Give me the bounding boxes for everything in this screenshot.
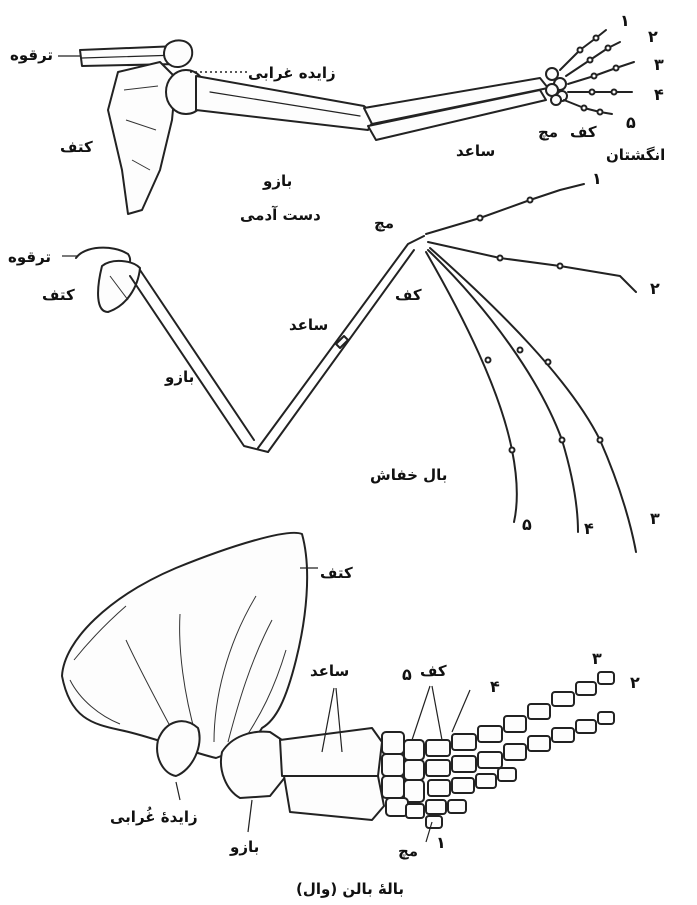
bat-humerus-bone bbox=[130, 276, 268, 452]
whale-humerus-bone bbox=[221, 732, 286, 798]
bat-digit-5: ۵ bbox=[522, 515, 532, 534]
human-finger-bones bbox=[560, 30, 634, 115]
bat-scapula-bone bbox=[98, 261, 140, 312]
whale-digit-3: ۳ bbox=[592, 649, 602, 668]
whale-label-wrist: مچ bbox=[398, 842, 418, 860]
human-digit-2: ۲ bbox=[648, 27, 658, 46]
whale-digit-4: ۴ bbox=[490, 677, 500, 696]
human-arm-title: دست آدمی bbox=[240, 206, 321, 224]
bat-label-forearm: ساعد bbox=[289, 316, 328, 334]
bat-label-humerus: بازو bbox=[164, 368, 194, 386]
whale-label-humerus: بازو bbox=[229, 838, 259, 856]
bat-digit-1-bone bbox=[426, 184, 584, 234]
human-label-coracoid: زایده غرابی bbox=[248, 64, 336, 82]
whale-digit-1: ۱ bbox=[436, 833, 446, 852]
human-digit-1: ۱ bbox=[620, 11, 630, 30]
bat-digit-1: ۱ bbox=[592, 169, 602, 188]
whale-digit-bones bbox=[406, 672, 614, 828]
human-label-palm: کف bbox=[570, 123, 597, 141]
whale-label-scapula: کتف bbox=[320, 564, 353, 582]
whale-flipper-figure: کتف ساعد کف زایدهٔ غُرابی بازو مچ بالهٔ … bbox=[62, 533, 640, 898]
bat-label-scapula: کتف bbox=[42, 286, 75, 304]
whale-coracoid-bone bbox=[157, 721, 199, 776]
human-label-forearm: ساعد bbox=[456, 142, 495, 160]
whale-radius-bone bbox=[280, 728, 382, 776]
human-scapula-bone bbox=[108, 62, 176, 214]
human-digit-3: ۳ bbox=[654, 55, 664, 74]
bat-label-palm: کف bbox=[395, 286, 422, 304]
human-label-wrist: مچ bbox=[538, 123, 558, 141]
bat-wing-figure: ترقوه کتف بازو ساعد مچ کف بال خفاش ۱ ۲ ۳… bbox=[8, 169, 660, 552]
whale-ulna-bone bbox=[284, 776, 384, 820]
bat-wing-title: بال خفاش bbox=[370, 466, 447, 484]
whale-digit-5: ۵ bbox=[402, 665, 412, 684]
human-label-scapula: کتف bbox=[60, 138, 93, 156]
human-digit-5: ۵ bbox=[626, 113, 636, 132]
bat-digit-3: ۳ bbox=[650, 509, 660, 528]
human-coracoid-bone bbox=[164, 40, 192, 67]
bat-label-clavicle: ترقوه bbox=[8, 248, 51, 266]
bat-digit-4: ۴ bbox=[584, 519, 594, 538]
bat-digit-3-bone bbox=[430, 248, 636, 552]
human-digit-4: ۴ bbox=[654, 85, 664, 104]
human-label-humerus: بازو bbox=[262, 172, 292, 190]
human-humerus-bone bbox=[196, 76, 376, 130]
bat-digit-4-bone bbox=[428, 250, 578, 532]
bat-digit-2: ۲ bbox=[650, 279, 660, 298]
bat-label-wrist: مچ bbox=[374, 214, 394, 232]
human-label-fingers: انگشتان bbox=[606, 146, 665, 164]
human-label-clavicle: ترقوه bbox=[10, 46, 53, 64]
bat-digit-2-bone bbox=[428, 242, 636, 292]
human-arm-figure: ترقوه زایده غرابی کتف بازو ساعد مچ کف ان… bbox=[10, 11, 665, 224]
whale-label-palm: کف bbox=[420, 662, 447, 680]
whale-flipper-title: بالهٔ بالن (وال) bbox=[296, 880, 404, 898]
whale-digit-2: ۲ bbox=[630, 673, 640, 692]
whale-label-forearm: ساعد bbox=[310, 662, 349, 680]
whale-label-coracoid: زایدهٔ غُرابی bbox=[110, 807, 198, 826]
